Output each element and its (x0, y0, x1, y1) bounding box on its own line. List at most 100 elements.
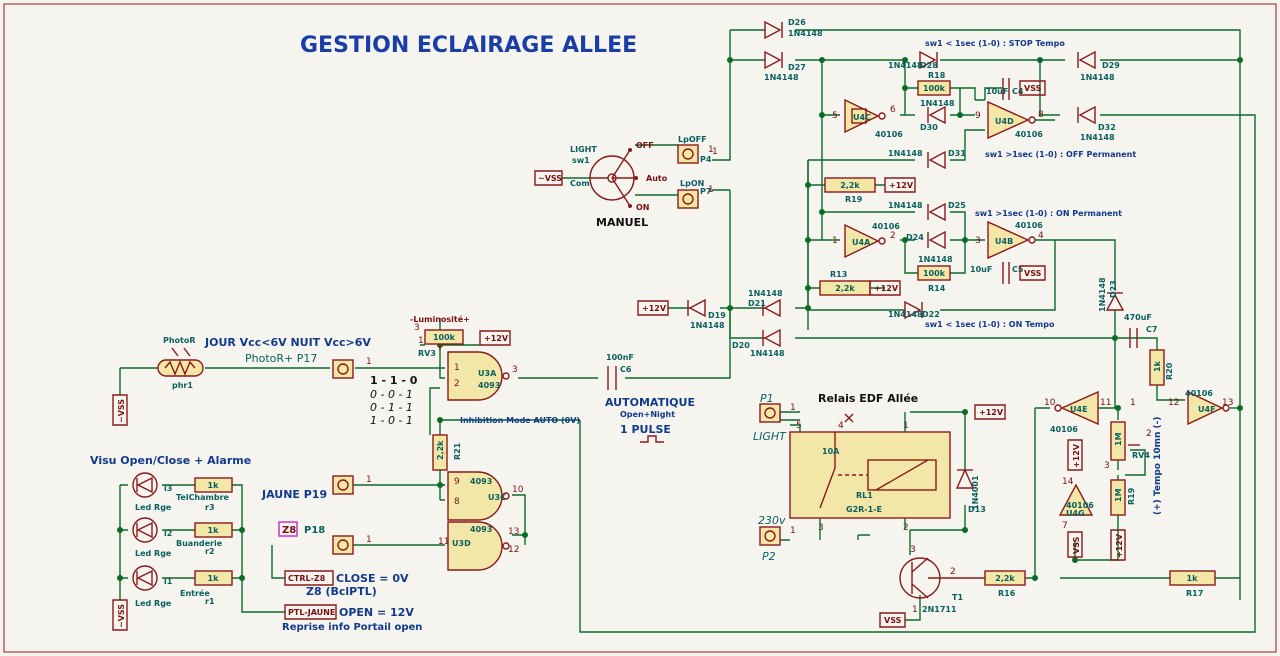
svg-text:CTRL-Z8: CTRL-Z8 (288, 574, 326, 583)
flag-vss-t1: VSS (879, 612, 906, 628)
flag-nvss-leds: ~VSS (112, 599, 128, 631)
truth-row-1: 1 - 1 - 0 (370, 374, 418, 387)
svg-text:1N4148: 1N4148 (920, 99, 955, 108)
svg-text:1: 1 (366, 357, 372, 367)
svg-text:Led Rge: Led Rge (135, 599, 172, 608)
svg-text:Entrée: Entrée (180, 588, 210, 598)
svg-text:40106: 40106 (1015, 221, 1043, 230)
tempo-label: (+) Tempo 10mn (-) (1153, 417, 1163, 516)
svg-text:l3: l3 (164, 484, 172, 493)
svg-text:1N4001: 1N4001 (971, 475, 980, 510)
svg-text:1: 1 (366, 475, 372, 485)
visu-title: Visu Open/Close + Alarme (90, 454, 251, 467)
svg-text:+12V: +12V (889, 181, 914, 190)
svg-text:LIGHT: LIGHT (570, 145, 597, 154)
svg-text:1k: 1k (208, 481, 220, 490)
svg-text:D21: D21 (748, 299, 766, 308)
svg-text:G2R-1-E: G2R-1-E (846, 505, 882, 514)
connector-p1 (759, 403, 781, 423)
svg-text:1N4148: 1N4148 (748, 289, 783, 298)
connector-p19 (332, 475, 354, 495)
truth-row-2: 0 - 0 - 1 (370, 388, 413, 401)
svg-text:U4A: U4A (852, 238, 871, 247)
svg-text:4093: 4093 (470, 477, 492, 486)
diode-d23: 1N4148 D23 (1098, 277, 1125, 312)
svg-text:D26: D26 (788, 18, 806, 27)
svg-text:40106: 40106 (1015, 130, 1043, 139)
svg-text:1N4148: 1N4148 (888, 201, 923, 210)
svg-text:D20: D20 (732, 341, 750, 350)
svg-text:VSS: VSS (1024, 269, 1042, 278)
svg-text:r2: r2 (205, 547, 215, 556)
svg-text:P1: P1 (760, 392, 774, 405)
svg-text:11: 11 (1100, 398, 1111, 408)
svg-text:1: 1 (708, 185, 714, 195)
svg-text:D19: D19 (708, 311, 726, 320)
svg-text:1N4148: 1N4148 (888, 61, 923, 70)
svg-text:1N4148: 1N4148 (1098, 277, 1107, 312)
flag-vss-c5: VSS (1019, 265, 1046, 281)
truth-row-4: 1 - 0 - 1 (370, 414, 413, 427)
note-on-tempo: sw1 < 1sec (1-0) : ON Tempo (925, 320, 1055, 329)
svg-text:U3D: U3D (452, 539, 471, 548)
svg-text:LpOFF: LpOFF (678, 135, 707, 144)
svg-text:1k: 1k (1153, 360, 1162, 372)
svg-text:+12V: +12V (642, 304, 667, 313)
svg-text:P7: P7 (700, 187, 711, 196)
flag-12v-d19: +12V (637, 300, 669, 316)
svg-text:2,2k: 2,2k (840, 181, 860, 190)
svg-text:+12V: +12V (1115, 533, 1124, 558)
flag-12v-r13: +12V (869, 280, 901, 296)
svg-text:40106: 40106 (1066, 501, 1094, 510)
svg-text:R17: R17 (1186, 589, 1203, 598)
svg-text:l2: l2 (164, 529, 172, 538)
svg-text:1N4148: 1N4148 (1080, 133, 1115, 142)
diode-d30: D30 (920, 105, 946, 132)
svg-text:~VSS: ~VSS (117, 604, 126, 628)
svg-text:U4F: U4F (1198, 405, 1216, 414)
svg-text:1: 1 (366, 535, 372, 545)
svg-text:2,2k: 2,2k (436, 440, 445, 460)
svg-text:9: 9 (975, 111, 981, 121)
svg-text:sw1: sw1 (572, 156, 590, 165)
svg-text:1k: 1k (1187, 574, 1199, 583)
svg-text:1k: 1k (208, 526, 220, 535)
resistor-r3: 1k r3 (194, 477, 233, 512)
flag-12v-u4g: +12V (1067, 439, 1083, 471)
svg-text:C7: C7 (1146, 325, 1157, 334)
svg-text:U4D: U4D (995, 117, 1014, 126)
svg-text:10uF: 10uF (986, 87, 1008, 96)
flag-12v-r19b: +12V (1110, 529, 1126, 561)
svg-text:R21: R21 (453, 442, 462, 460)
gate-u3a: U3A 4093 123 (447, 351, 518, 401)
resistor-r2: 1k r2 (194, 522, 233, 556)
flag-vss-c4: VSS (1019, 80, 1046, 96)
svg-text:phr1: phr1 (172, 381, 193, 390)
resistor-r19b: 1M R19 (1110, 479, 1136, 516)
svg-text:3: 3 (818, 523, 824, 533)
svg-text:2: 2 (1146, 429, 1152, 439)
svg-text:5: 5 (832, 111, 838, 121)
svg-text:R19: R19 (1127, 487, 1136, 505)
svg-text:T1: T1 (952, 593, 963, 602)
resistor-r16: 2,2k R16 (984, 570, 1026, 598)
svg-text:3: 3 (1104, 461, 1110, 471)
svg-text:D32: D32 (1098, 123, 1116, 132)
svg-text:+12V: +12V (1072, 443, 1081, 468)
svg-text:R14: R14 (928, 284, 946, 293)
svg-text:RL1: RL1 (856, 491, 873, 500)
svg-text:1N4148: 1N4148 (888, 149, 923, 158)
open-label: OPEN = 12V (339, 606, 414, 619)
svg-text:1M: 1M (1114, 432, 1123, 446)
resistor-r18: 100k R18 1N4148 (917, 71, 955, 108)
svg-text:+12V: +12V (979, 408, 1004, 417)
svg-text:P4: P4 (700, 155, 712, 164)
